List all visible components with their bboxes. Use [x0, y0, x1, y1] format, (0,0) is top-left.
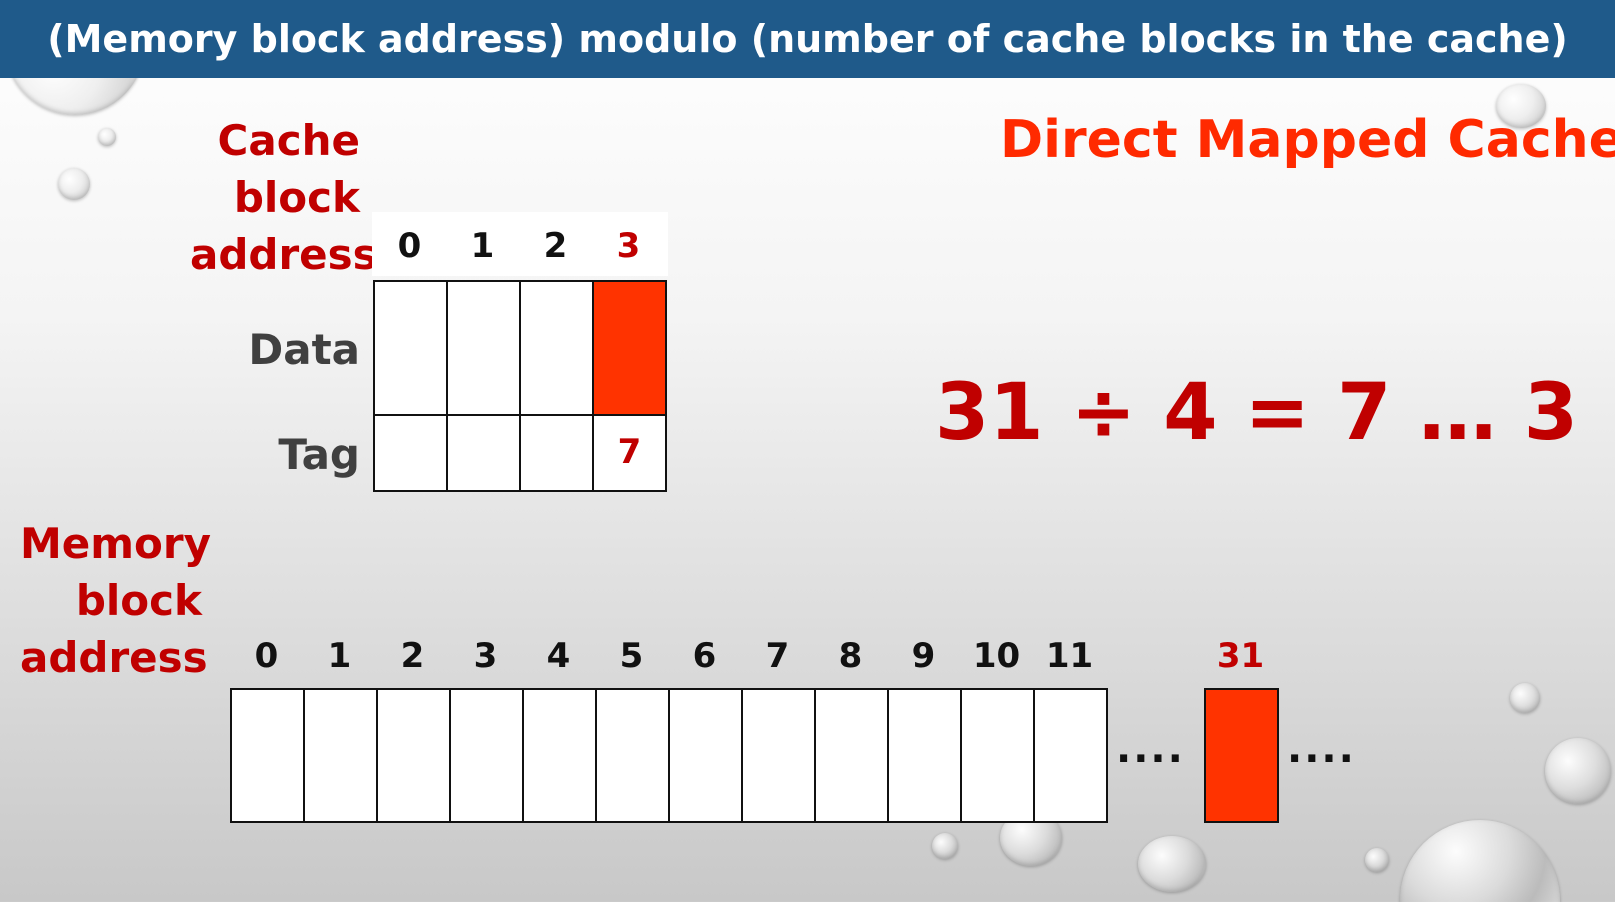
memory-index-3: 3	[473, 636, 498, 676]
water-drop-decoration	[1545, 738, 1611, 804]
memory-index-10: 10	[972, 636, 1021, 676]
cache-label-line: block	[233, 173, 360, 222]
cache-tag-cell-2	[519, 414, 594, 492]
memory-cell-9	[887, 688, 962, 823]
cache-tag-cell-0	[373, 414, 448, 492]
memory-block-address-label: Memory block address	[20, 515, 211, 686]
memory-label-line: address	[20, 633, 208, 682]
cache-data-cell-1	[446, 280, 521, 416]
cache-data-cell-2	[519, 280, 594, 416]
modulo-equation: 31 ÷ 4 = 7 … 3	[935, 368, 1579, 458]
memory-cell-3	[449, 688, 524, 823]
water-drop-decoration	[58, 168, 90, 200]
cache-data-cell-3	[592, 280, 667, 416]
water-drop-decoration	[1510, 683, 1540, 713]
water-drop-decoration	[1138, 836, 1206, 892]
cache-tag-value: 7	[617, 432, 642, 472]
memory-index-2: 2	[400, 636, 425, 676]
memory-cell-8	[814, 688, 889, 823]
cache-index-2: 2	[543, 226, 568, 266]
memory-cell-0	[230, 688, 305, 823]
memory-index-7: 7	[765, 636, 790, 676]
memory-cell-11	[1033, 688, 1108, 823]
memory-index-4: 4	[546, 636, 571, 676]
memory-index-5: 5	[619, 636, 644, 676]
memory-cell-2	[376, 688, 451, 823]
memory-label-line: Memory	[20, 519, 211, 568]
header-title: (Memory block address) modulo (number of…	[47, 17, 1568, 61]
memory-cell-10	[960, 688, 1035, 823]
water-drop-decoration	[1400, 820, 1560, 902]
memory-index-1: 1	[327, 636, 352, 676]
cache-index-background	[372, 212, 668, 276]
memory-index-6: 6	[692, 636, 717, 676]
cache-data-cell-0	[373, 280, 448, 416]
cache-index-3: 3	[616, 226, 641, 266]
cache-index-1: 1	[470, 226, 495, 266]
water-drop-decoration	[1496, 84, 1546, 128]
data-row-label: Data	[248, 325, 360, 374]
cache-tag-cell-3	[592, 414, 667, 492]
water-drop-decoration	[98, 128, 116, 146]
water-drop-decoration	[932, 833, 958, 859]
cache-label-line: address	[190, 230, 378, 279]
memory-cell-31	[1204, 688, 1279, 823]
cache-tag-cell-1	[446, 414, 521, 492]
cache-index-0: 0	[397, 226, 422, 266]
memory-index-9: 9	[911, 636, 936, 676]
cache-label-line: Cache	[217, 116, 360, 165]
water-drop-decoration	[1365, 848, 1389, 872]
memory-index-31: 31	[1216, 636, 1265, 676]
memory-label-line: block	[75, 576, 202, 625]
memory-cell-7	[741, 688, 816, 823]
cache-block-address-label: Cache block address	[190, 112, 378, 283]
memory-index-11: 11	[1045, 636, 1094, 676]
memory-cell-4	[522, 688, 597, 823]
tag-row-label: Tag	[278, 430, 360, 479]
memory-cell-5	[595, 688, 670, 823]
slide-header: (Memory block address) modulo (number of…	[0, 0, 1615, 78]
memory-index-0: 0	[254, 636, 279, 676]
memory-cell-6	[668, 688, 743, 823]
memory-index-8: 8	[838, 636, 863, 676]
memory-ellipsis-before: ....	[1116, 726, 1185, 772]
memory-cell-1	[303, 688, 378, 823]
memory-ellipsis-after: ....	[1287, 726, 1356, 772]
slide-title: Direct Mapped Cache	[1000, 110, 1615, 170]
